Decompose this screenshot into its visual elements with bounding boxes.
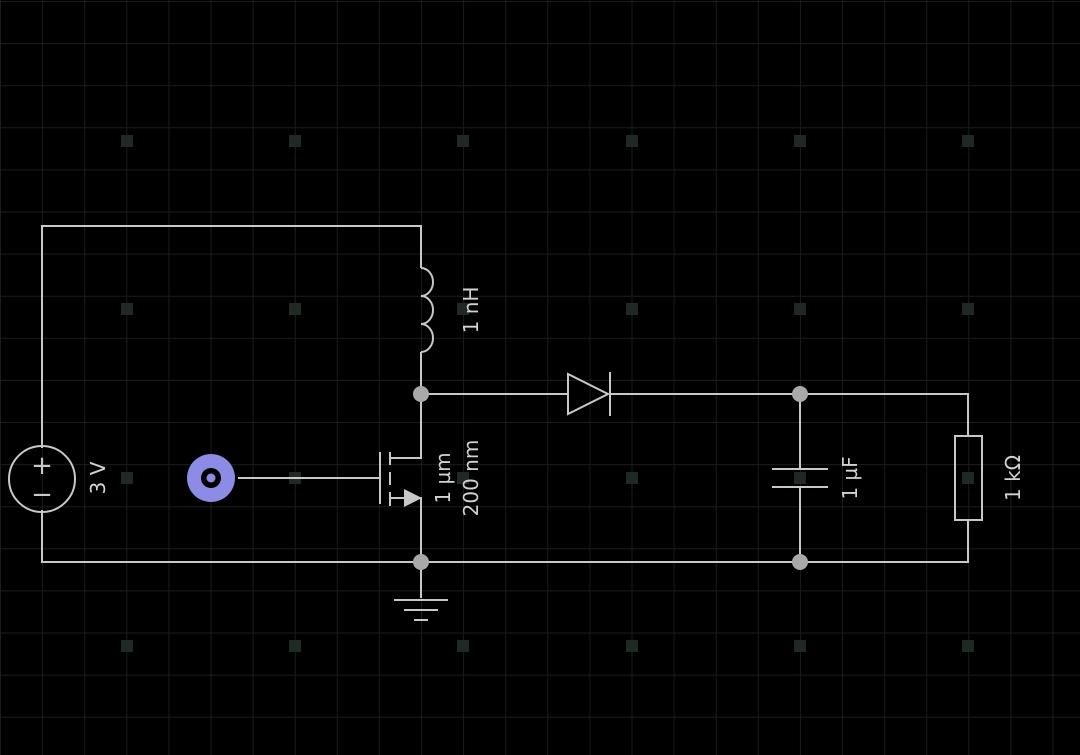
grid-major-dot bbox=[289, 303, 301, 315]
wire-drain-node-to-mosfet[interactable] bbox=[400, 394, 422, 459]
grid-major-dot bbox=[626, 640, 638, 652]
grid-major-dot bbox=[794, 135, 806, 147]
mosfet-arrow bbox=[404, 489, 422, 507]
grid-major-dot bbox=[962, 640, 974, 652]
grid-major-dot bbox=[121, 135, 133, 147]
junction-node[interactable] bbox=[413, 554, 429, 570]
ground-symbol[interactable] bbox=[394, 599, 448, 621]
grid-major-dot bbox=[121, 640, 133, 652]
grid-major-dot bbox=[962, 472, 974, 484]
junction-node[interactable] bbox=[792, 554, 808, 570]
grid-major-dot bbox=[457, 303, 469, 315]
grid-major-dot bbox=[457, 472, 469, 484]
inductor[interactable] bbox=[420, 267, 434, 353]
wire-diode-to-output[interactable] bbox=[611, 393, 969, 436]
grid-major-dot bbox=[962, 135, 974, 147]
capacitor[interactable] bbox=[772, 468, 828, 488]
wire-bottom-left[interactable] bbox=[41, 510, 421, 563]
resistor[interactable] bbox=[954, 435, 983, 521]
inductor-label: 1 nH bbox=[459, 287, 483, 334]
grid-major-dot bbox=[121, 472, 133, 484]
resistor-label: 1 kΩ bbox=[1001, 455, 1025, 501]
junction-node[interactable] bbox=[792, 386, 808, 402]
input-probe[interactable] bbox=[187, 454, 235, 502]
mosfet-width-label: 1 µm bbox=[431, 452, 455, 503]
grid-major-dot bbox=[289, 640, 301, 652]
wire-bottom-rail[interactable] bbox=[421, 520, 969, 563]
source-plus-symbol: + bbox=[31, 451, 53, 481]
grid-major-dot bbox=[794, 472, 806, 484]
wire-top-left[interactable] bbox=[41, 225, 422, 448]
junction-node[interactable] bbox=[413, 386, 429, 402]
grid-major-dot bbox=[457, 640, 469, 652]
grid-major-dot bbox=[794, 640, 806, 652]
grid-major-dot bbox=[626, 303, 638, 315]
mosfet[interactable] bbox=[379, 452, 422, 507]
wire-source-to-ground[interactable] bbox=[400, 497, 422, 598]
grid-major-dot bbox=[962, 303, 974, 315]
source-minus-symbol: − bbox=[31, 480, 53, 510]
grid-major-dot bbox=[794, 303, 806, 315]
voltage-source[interactable]: + − bbox=[8, 445, 76, 513]
mosfet-length-label: 200 nm bbox=[459, 440, 483, 517]
wires bbox=[41, 225, 969, 598]
grid-major-dot bbox=[626, 472, 638, 484]
diode[interactable] bbox=[567, 372, 611, 416]
grid-major-dot bbox=[626, 135, 638, 147]
grid-major-dot bbox=[121, 303, 133, 315]
junction-nodes bbox=[413, 386, 808, 570]
source-voltage-label: 3 V bbox=[86, 461, 110, 494]
capacitor-label: 1 µF bbox=[838, 456, 862, 499]
grid-major-dot bbox=[457, 135, 469, 147]
grid-major-dot bbox=[289, 135, 301, 147]
